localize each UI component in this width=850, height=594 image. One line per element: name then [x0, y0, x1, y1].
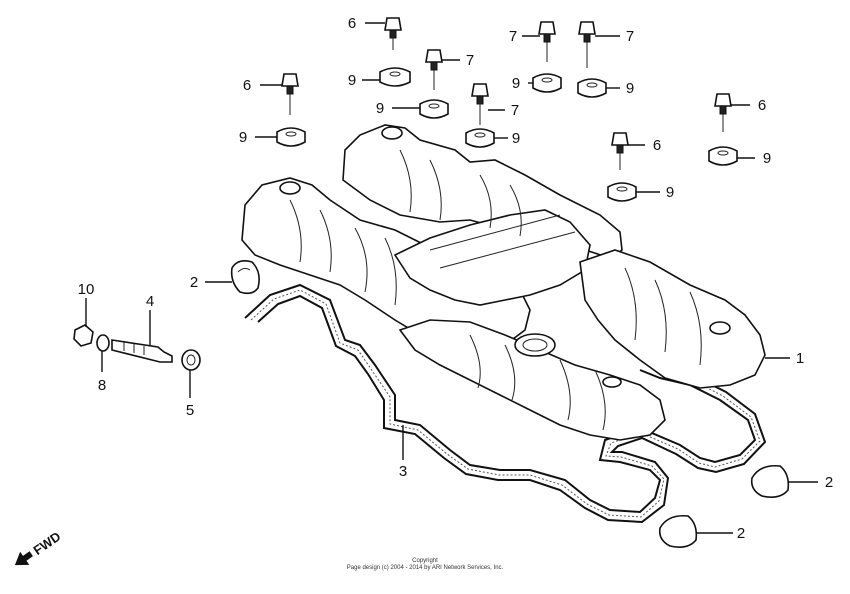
bolt-7-d — [471, 83, 489, 125]
callout-10: 10 — [78, 281, 95, 298]
callout-8: 8 — [98, 377, 106, 394]
copyright-line-1: Copyright — [412, 558, 438, 564]
callout-9: 9 — [348, 72, 356, 89]
callout-7: 7 — [626, 28, 634, 45]
callout-1: 1 — [796, 350, 804, 367]
fwd-label: FWD — [31, 529, 64, 558]
callout-9: 9 — [763, 150, 771, 167]
sensor-4 — [111, 339, 173, 363]
callout-3: 3 — [399, 463, 407, 480]
bolt-6-c — [611, 132, 629, 170]
leader-lines — [85, 22, 818, 534]
callout-5: 5 — [186, 402, 194, 419]
fwd-arrow-icon — [14, 551, 33, 566]
nut-10 — [73, 324, 94, 347]
callout-9: 9 — [666, 184, 674, 201]
callout-4: 4 — [146, 293, 154, 310]
callout-6: 6 — [348, 15, 356, 32]
callout-9: 9 — [239, 129, 247, 146]
callout-2: 2 — [825, 474, 833, 491]
copyright-notice: Copyright Page design (c) 2004 - 2014 by… — [0, 558, 850, 572]
cap-2 — [230, 260, 790, 548]
bolt-6-a — [384, 17, 402, 50]
callout-7: 7 — [511, 102, 519, 119]
callout-9: 9 — [512, 75, 520, 92]
callout-6: 6 — [758, 97, 766, 114]
copyright-line-2: Page design (c) 2004 - 2014 by ARI Netwo… — [346, 565, 504, 571]
washer-9 — [276, 67, 738, 202]
callout-6: 6 — [653, 137, 661, 154]
callout-9: 9 — [376, 100, 384, 117]
callout-9: 9 — [626, 80, 634, 97]
cover-gasket — [244, 283, 767, 524]
callout-7: 7 — [466, 52, 474, 69]
washer-8 — [96, 334, 110, 352]
callout-2: 2 — [190, 274, 198, 291]
bolt-6-d — [714, 93, 732, 132]
callout-7: 7 — [509, 28, 517, 45]
bolt-7-b — [578, 21, 596, 68]
nut-5 — [181, 349, 201, 371]
cylinder-head-cover — [241, 124, 766, 441]
callout-2: 2 — [737, 525, 745, 542]
callout-9: 9 — [512, 130, 520, 147]
callouts: 6 6 6 6 7 7 7 7 9 9 9 9 9 9 9 9 2 2 2 1 … — [78, 15, 834, 542]
bolt-6-b — [281, 73, 299, 115]
bolt-7-a — [538, 21, 556, 62]
bolt-7-c — [425, 49, 443, 90]
callout-6: 6 — [243, 77, 251, 94]
